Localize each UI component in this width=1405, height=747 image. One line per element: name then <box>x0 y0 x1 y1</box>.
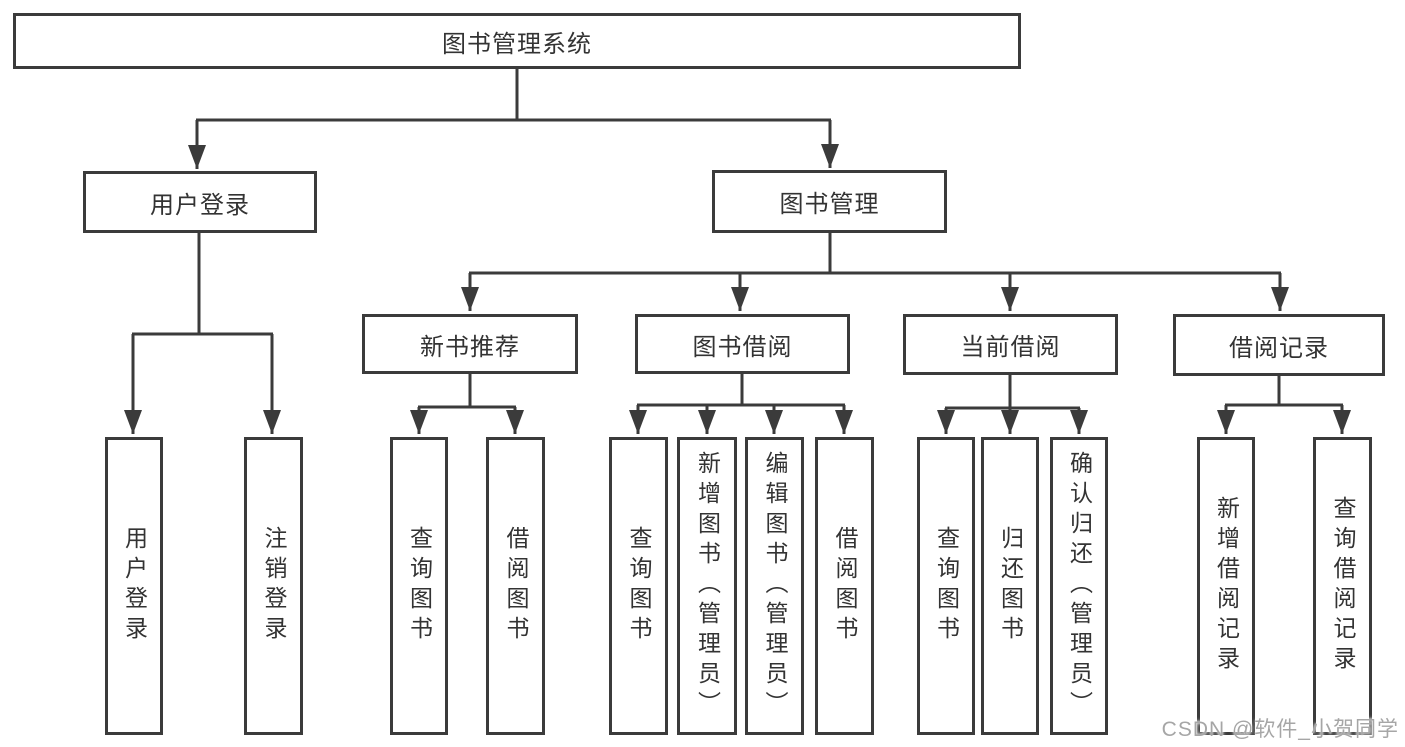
leaf-borrow-books-borrowing-label: 借阅图书 <box>832 526 858 646</box>
leaf-add-books-admin-label: 新增图书（管理员） <box>694 451 721 721</box>
leaf-query-borrow-record: 查询借阅记录 <box>1313 437 1372 735</box>
node-current-borrowing: 当前借阅 <box>903 314 1118 375</box>
leaf-confirm-return-admin: 确认归还（管理员） <box>1050 437 1108 735</box>
leaf-user-login-label: 用户登录 <box>121 526 148 646</box>
node-book-borrowing: 图书借阅 <box>635 314 850 374</box>
node-borrow-records: 借阅记录 <box>1173 314 1385 376</box>
leaf-borrow-books-recommend: 借阅图书 <box>486 437 545 735</box>
leaf-edit-books-admin-label: 编辑图书（管理员） <box>762 451 788 721</box>
leaf-logout-label: 注销登录 <box>261 526 287 646</box>
leaf-query-books-borrowing: 查询图书 <box>609 437 668 735</box>
leaf-borrow-books-recommend-label: 借阅图书 <box>503 526 529 646</box>
node-book-management-label: 图书管理 <box>779 191 880 218</box>
node-user-login-label: 用户登录 <box>150 191 250 219</box>
leaf-add-borrow-record: 新增借阅记录 <box>1197 437 1255 735</box>
leaf-confirm-return-admin-label: 确认归还（管理员） <box>1066 451 1093 721</box>
leaf-add-borrow-record-label: 新增借阅记录 <box>1213 496 1240 676</box>
leaf-borrow-books-borrowing: 借阅图书 <box>815 437 874 735</box>
leaf-user-login: 用户登录 <box>105 437 163 735</box>
node-new-book-recommend: 新书推荐 <box>362 314 578 374</box>
leaf-add-books-admin: 新增图书（管理员） <box>677 437 737 735</box>
leaf-edit-books-admin: 编辑图书（管理员） <box>745 437 804 735</box>
node-user-login: 用户登录 <box>83 171 317 233</box>
node-book-management: 图书管理 <box>712 170 947 233</box>
leaf-return-books: 归还图书 <box>981 437 1039 735</box>
node-new-book-recommend-label: 新书推荐 <box>420 333 520 361</box>
node-current-borrowing-label: 当前借阅 <box>960 334 1061 361</box>
leaf-query-borrow-record-label: 查询借阅记录 <box>1330 496 1356 676</box>
leaf-query-books-recommend: 查询图书 <box>390 437 448 735</box>
leaf-query-books-recommend-label: 查询图书 <box>406 526 433 646</box>
node-borrow-records-label: 借阅记录 <box>1229 334 1329 362</box>
watermark: CSDN @软件_小贺同学 <box>1161 718 1399 741</box>
leaf-return-books-label: 归还图书 <box>997 526 1024 646</box>
node-root-label: 图书管理系统 <box>442 30 592 58</box>
leaf-query-books-borrowing-label: 查询图书 <box>626 526 652 646</box>
leaf-logout: 注销登录 <box>244 437 303 735</box>
leaf-query-books-current: 查询图书 <box>917 437 975 735</box>
leaf-query-books-current-label: 查询图书 <box>933 526 960 646</box>
node-root-system: 图书管理系统 <box>13 13 1021 69</box>
node-book-borrowing-label: 图书借阅 <box>692 333 793 361</box>
